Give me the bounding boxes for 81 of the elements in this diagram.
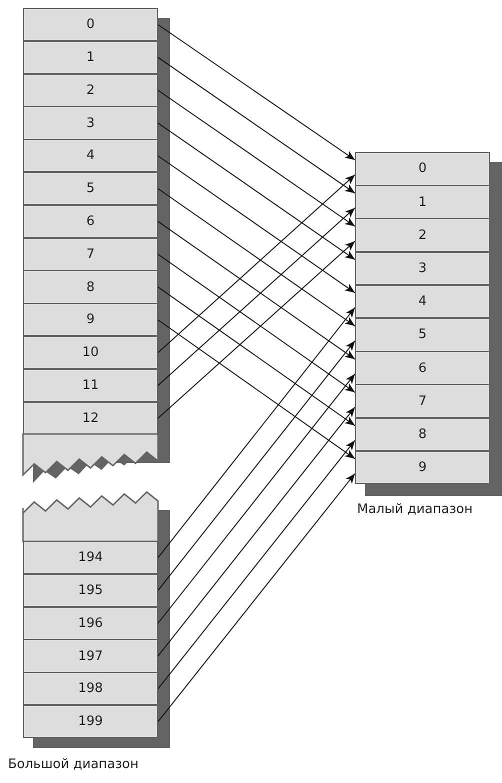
arrow bbox=[158, 155, 356, 294]
cell-number: 6 bbox=[418, 360, 427, 376]
arrow bbox=[158, 440, 356, 690]
cell-number: 9 bbox=[86, 312, 95, 328]
cell-number: 197 bbox=[78, 648, 103, 664]
cell-number: 11 bbox=[82, 378, 99, 393]
cell-number: 8 bbox=[418, 426, 427, 442]
arrow bbox=[158, 174, 356, 354]
arrow bbox=[158, 286, 356, 426]
range-cell bbox=[23, 238, 158, 271]
cell-number: 5 bbox=[418, 327, 427, 342]
arrow bbox=[158, 473, 356, 722]
cell-number: 0 bbox=[86, 17, 95, 32]
range-cell bbox=[355, 252, 490, 286]
cell-number: 5 bbox=[86, 181, 95, 196]
range-cell bbox=[23, 270, 158, 304]
arrow bbox=[158, 24, 356, 160]
cell-number: 199 bbox=[78, 714, 103, 730]
cell-number: 4 bbox=[418, 294, 427, 310]
cell-number: 196 bbox=[78, 616, 103, 631]
cell-number: 1 bbox=[418, 194, 427, 210]
cell-number: 7 bbox=[86, 246, 95, 262]
cell-number: 7 bbox=[418, 394, 427, 409]
range-cell bbox=[23, 204, 158, 238]
cell-number: 1 bbox=[86, 50, 95, 65]
range-cell bbox=[23, 368, 158, 402]
range-cell bbox=[355, 418, 490, 452]
range-cell bbox=[355, 318, 490, 352]
range-cell bbox=[355, 351, 490, 385]
arrow bbox=[158, 220, 356, 360]
range-cell bbox=[355, 284, 490, 318]
range-cell bbox=[23, 106, 158, 140]
cell-number: 6 bbox=[86, 214, 95, 229]
range-cell bbox=[23, 574, 158, 608]
arrow bbox=[158, 188, 356, 326]
arrow bbox=[158, 90, 356, 227]
torn-cell bbox=[23, 434, 158, 474]
range-cell bbox=[23, 639, 158, 673]
range-cell bbox=[355, 384, 490, 418]
cell-number: 4 bbox=[86, 148, 95, 164]
range-caption: Малый диапазон bbox=[357, 502, 473, 517]
range-cell bbox=[355, 185, 490, 219]
range-cell bbox=[355, 450, 490, 484]
arrow bbox=[158, 207, 356, 386]
cell-number: 3 bbox=[418, 260, 427, 276]
range-cell bbox=[23, 303, 158, 336]
cell-number: 3 bbox=[86, 116, 95, 131]
range-cell bbox=[23, 74, 158, 107]
cell-number: 2 bbox=[418, 228, 427, 243]
range-cell bbox=[23, 139, 158, 172]
torn-cell bbox=[23, 490, 158, 542]
cell-number: 0 bbox=[418, 161, 427, 176]
cell-number: 9 bbox=[418, 460, 427, 476]
range-cell bbox=[355, 152, 490, 186]
arrow bbox=[158, 307, 356, 558]
range-cell bbox=[23, 705, 158, 738]
range-cell bbox=[23, 8, 158, 42]
cell-number: 12 bbox=[82, 410, 99, 426]
arrow bbox=[158, 240, 356, 419]
cell-number: 10 bbox=[82, 345, 99, 360]
arrow bbox=[158, 340, 356, 591]
cell-number: 8 bbox=[86, 280, 95, 295]
arrow bbox=[158, 406, 356, 657]
cell-number: 198 bbox=[78, 681, 103, 696]
range-cell bbox=[23, 40, 158, 74]
range-cell bbox=[23, 672, 158, 706]
range-caption: Большой диапазон bbox=[8, 757, 139, 772]
cell-number: 194 bbox=[78, 550, 103, 566]
arrow bbox=[158, 319, 356, 460]
arrow bbox=[158, 122, 356, 260]
range-cell bbox=[355, 218, 490, 252]
range-cell bbox=[23, 606, 158, 640]
cell-number: 195 bbox=[78, 582, 103, 598]
range-cell bbox=[23, 172, 158, 206]
arrow bbox=[158, 254, 356, 393]
cell-number: 2 bbox=[86, 82, 95, 98]
arrow bbox=[158, 373, 356, 624]
range-cell bbox=[23, 336, 158, 370]
range-cell bbox=[23, 541, 158, 574]
arrow bbox=[158, 56, 356, 194]
range-cell bbox=[23, 402, 158, 435]
